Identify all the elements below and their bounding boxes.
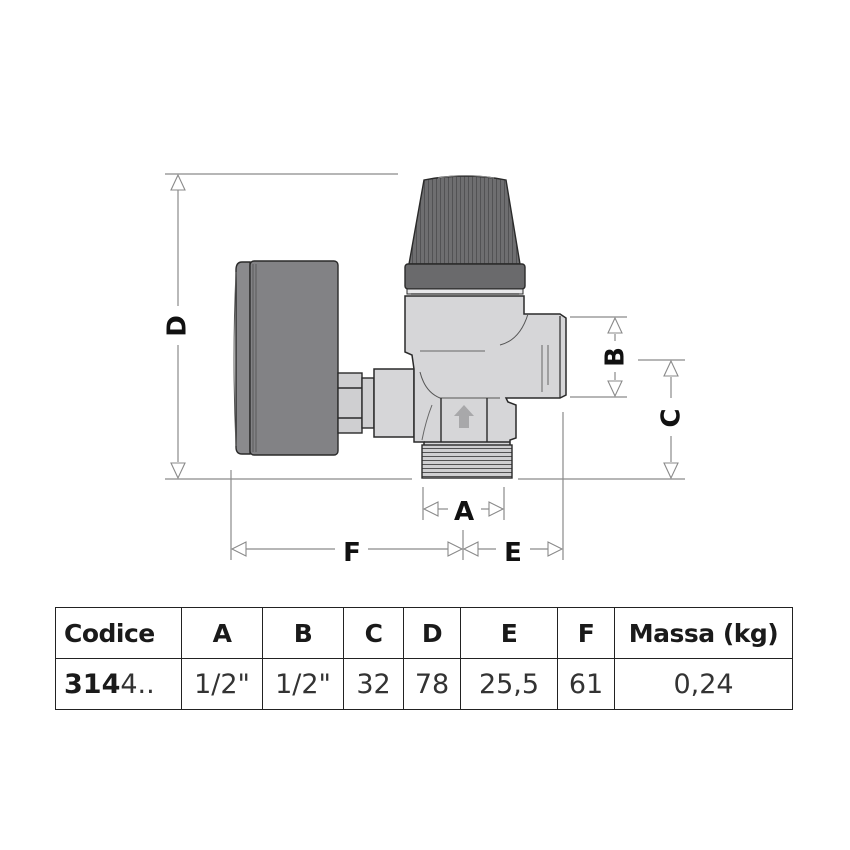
gauge-connector-nut [337,372,375,434]
cell-f: 61 [557,658,615,710]
header-massa: Massa (kg) [614,607,793,659]
header-d: D [403,607,461,659]
dimension-label-f: F [343,538,361,568]
valve-dimension-drawing: D B C A F E [163,173,687,568]
cell-d: 78 [403,658,461,710]
code-bold-part: 314 [64,668,121,700]
dimension-label-d: D [163,315,193,337]
dimension-label-b: B [601,347,631,367]
header-codice: Codice [55,607,182,659]
cell-a: 1/2" [181,658,263,710]
dimension-label-e: E [504,538,522,568]
valve-body [373,295,567,469]
dimension-lines [165,173,685,560]
header-b: B [262,607,344,659]
table-row: 3144.. 1/2" 1/2" 32 78 25,5 61 0,24 [55,658,793,710]
cell-e: 25,5 [460,658,558,710]
specification-table: Codice A B C D E F Massa (kg) 3144.. 1/2… [55,607,793,710]
header-e: E [460,607,558,659]
valve-cap [404,175,526,295]
dimension-label-a: A [454,497,474,527]
flow-direction-arrow-icon [454,405,474,428]
threaded-inlet [421,444,513,479]
header-a: A [181,607,263,659]
table-header-row: Codice A B C D E F Massa (kg) [55,607,793,659]
header-c: C [343,607,404,659]
header-f: F [557,607,615,659]
cell-codice: 3144.. [55,658,182,710]
dimension-label-c: C [657,408,687,427]
pressure-gauge [233,260,339,456]
cell-massa: 0,24 [614,658,793,710]
dimension-arrowheads [170,173,679,557]
cell-c: 32 [343,658,404,710]
code-rest-part: 4.. [120,668,155,700]
cell-b: 1/2" [262,658,344,710]
